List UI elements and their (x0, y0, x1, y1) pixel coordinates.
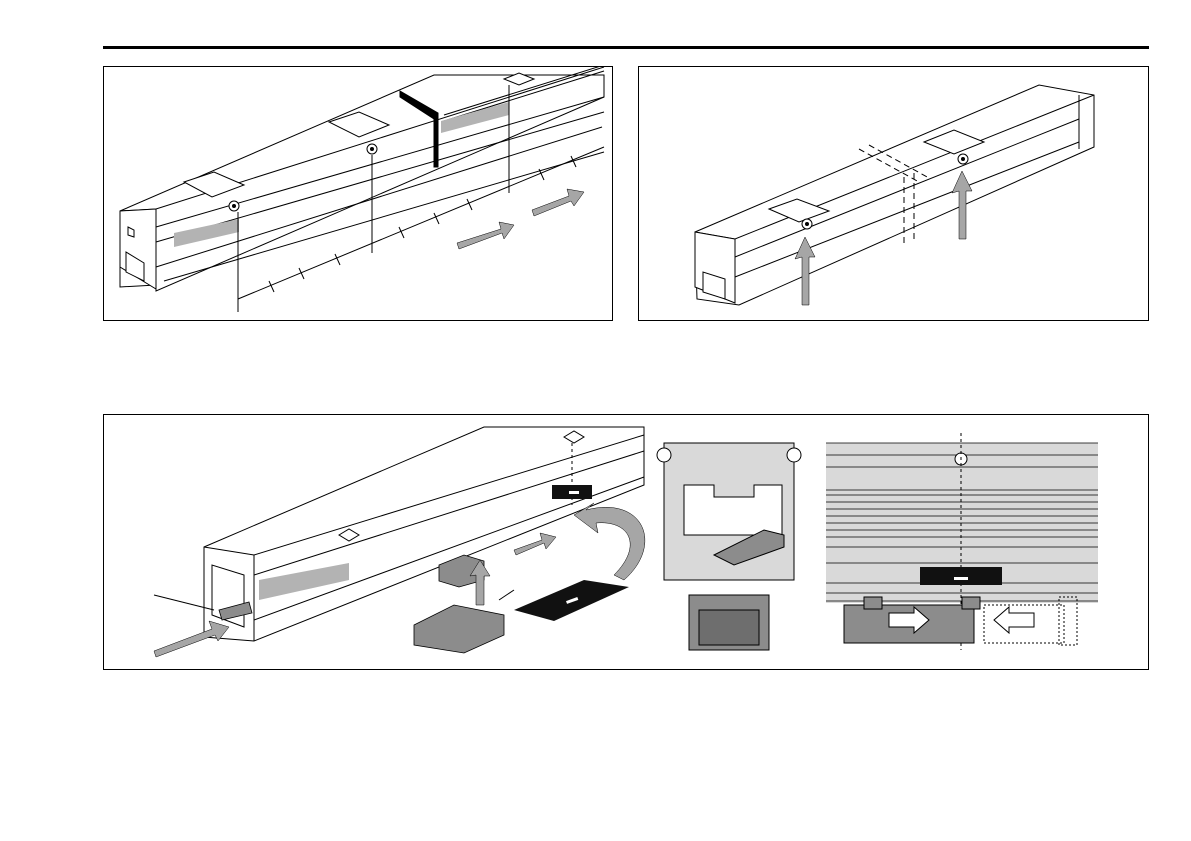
block-arrow-icon (994, 607, 1034, 633)
header-rule (103, 46, 1149, 49)
bolt-icon (229, 201, 239, 211)
side-view-panel (826, 433, 1098, 650)
block-arrow-icon (532, 189, 584, 216)
bolt-icon (958, 154, 968, 164)
figure-panel-3 (103, 414, 1149, 670)
figure-panel-1 (103, 66, 613, 321)
profile-cross-section (657, 443, 801, 650)
block-arrow-icon (514, 533, 556, 555)
bolt-icon (802, 219, 812, 229)
figure-panel-2 (638, 66, 1149, 321)
block-arrow-icon (154, 621, 229, 657)
curved-arrow-icon (574, 503, 645, 580)
busbar-suspension-illustration (639, 67, 1150, 322)
bolt-icon (367, 144, 377, 154)
tap-off-insertion-illustration (104, 415, 1150, 671)
block-arrow-icon (457, 222, 514, 249)
tap-off-connector (414, 605, 504, 653)
busbar-dimension-illustration (104, 67, 614, 322)
